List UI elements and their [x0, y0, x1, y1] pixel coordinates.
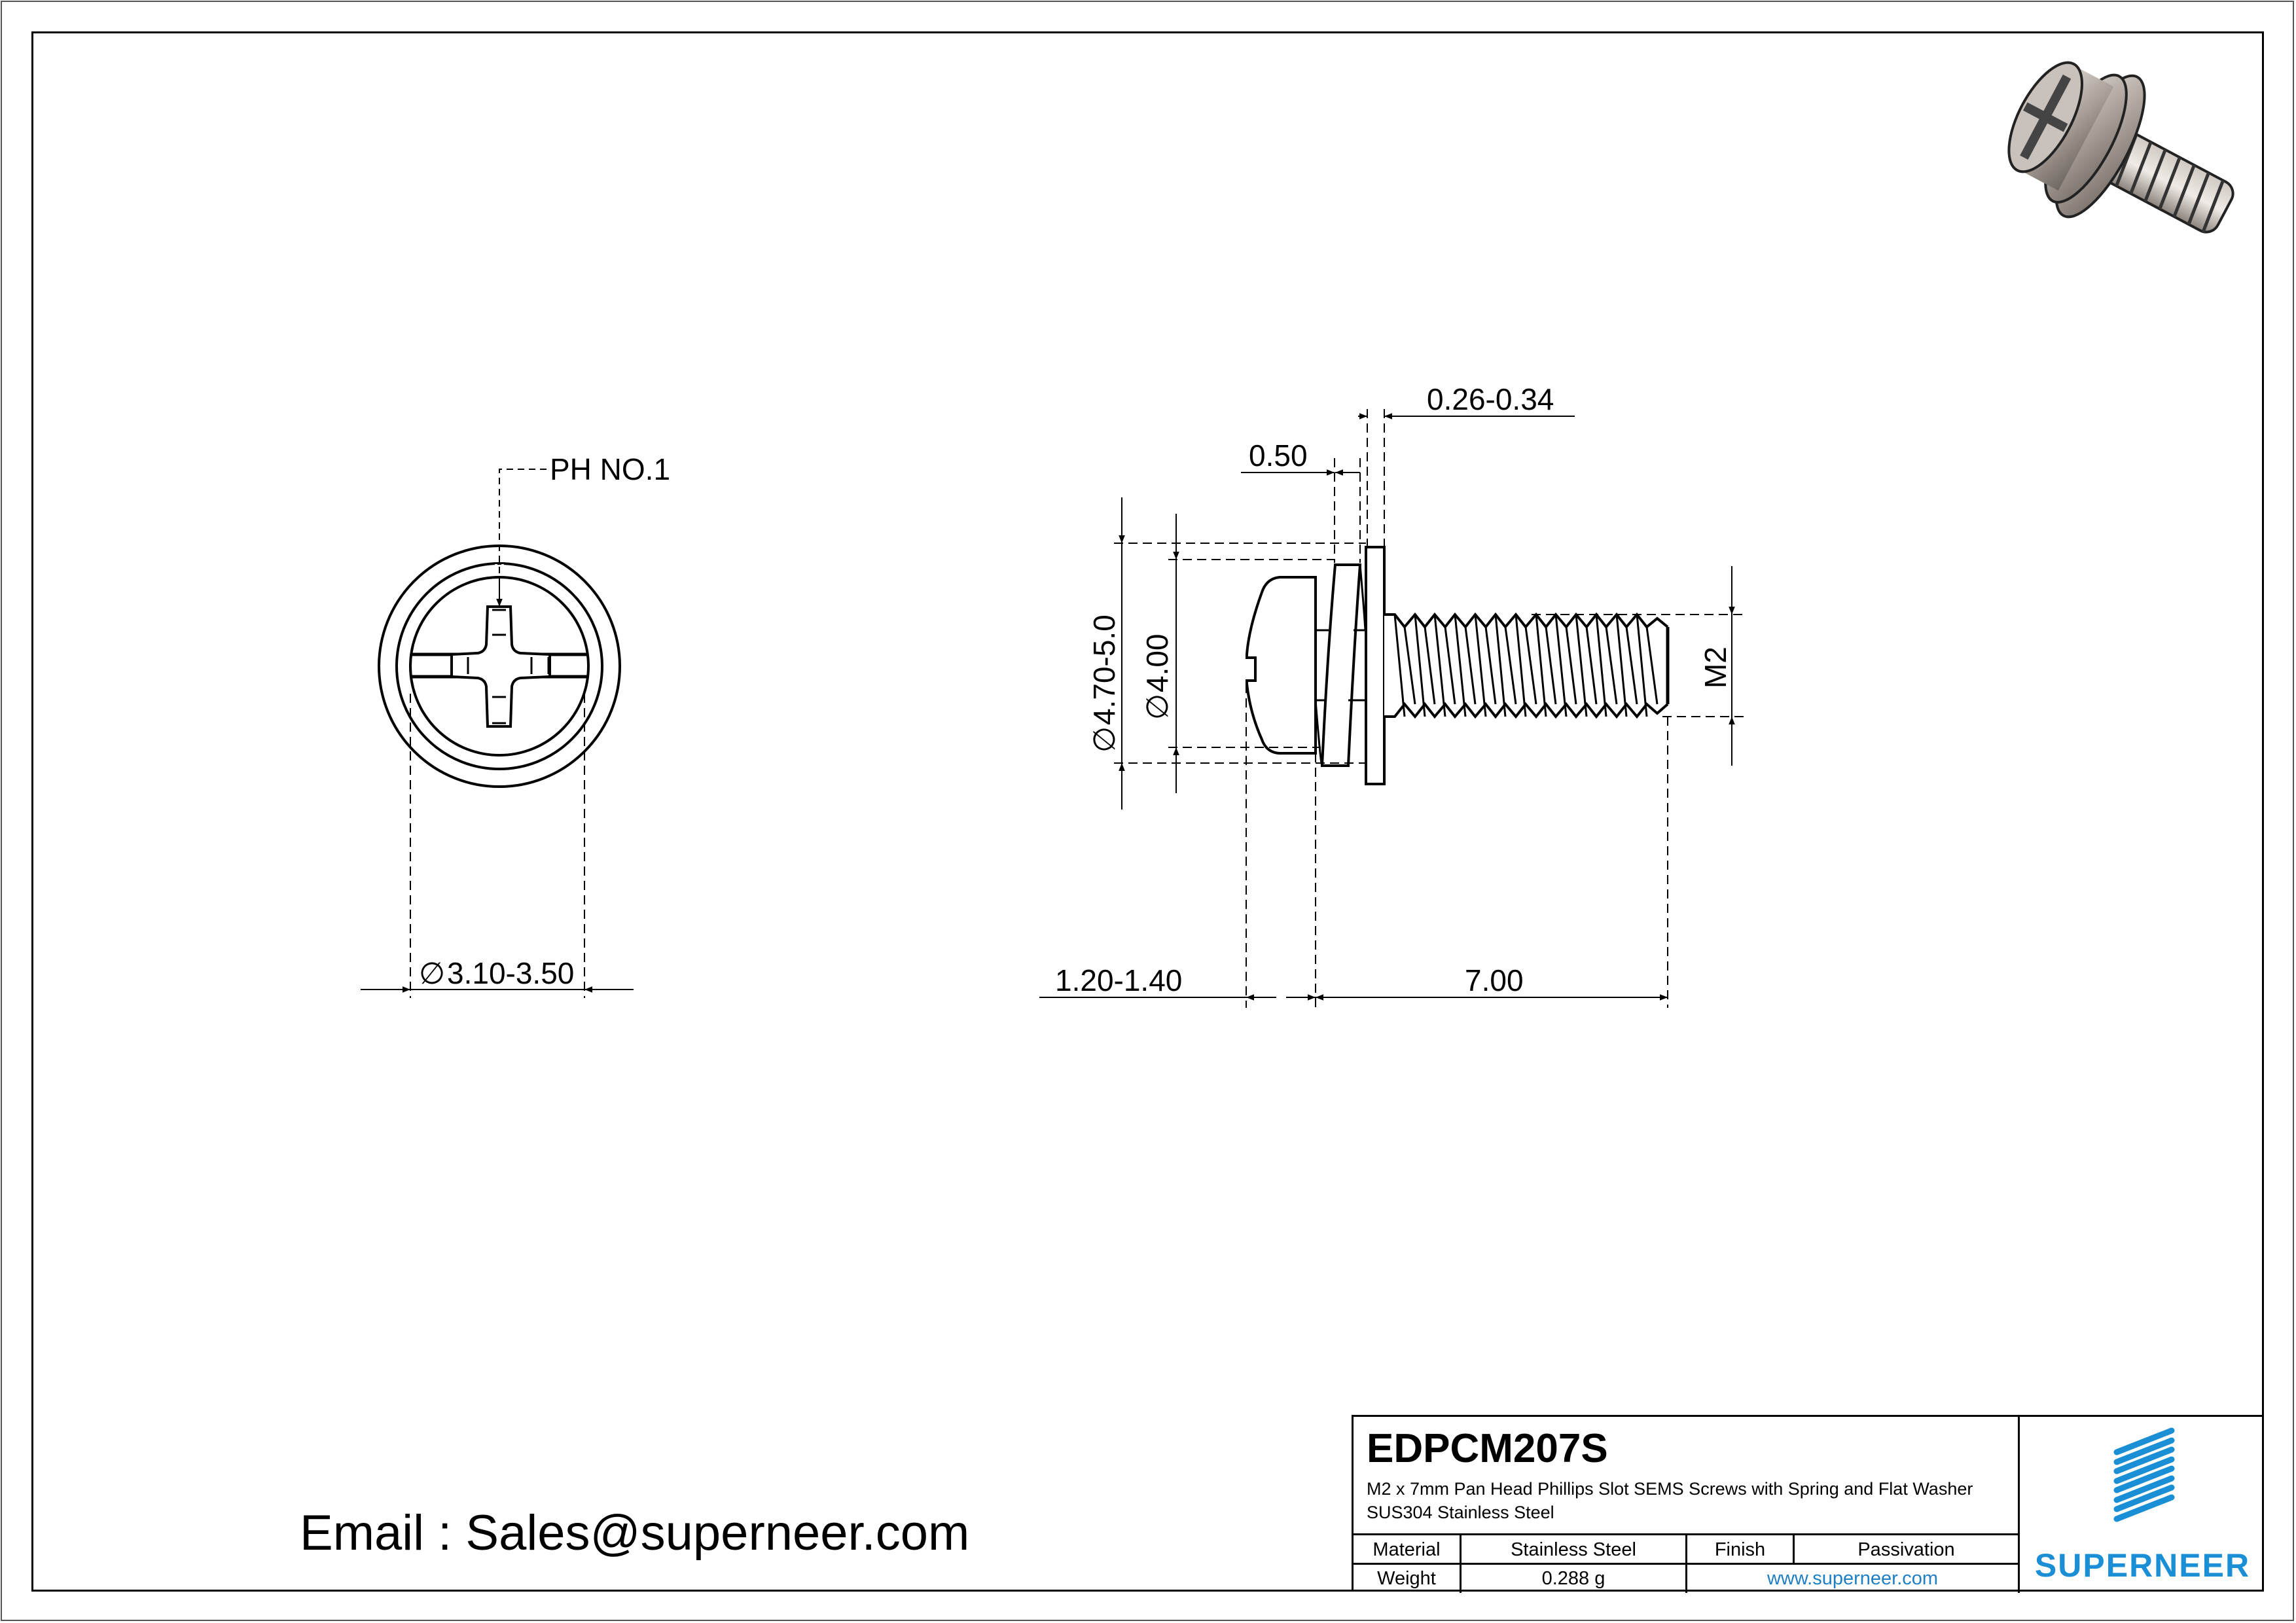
- dim-head-height: 1.20-1.40: [1055, 963, 1182, 997]
- dim-head-diameter: 4.00: [1140, 633, 1174, 692]
- diameter-symbol: ∅: [1140, 694, 1174, 720]
- material-label: Material: [1354, 1535, 1462, 1564]
- finish-value: Passivation: [1857, 1539, 1955, 1560]
- diameter-symbol: ∅: [1087, 726, 1121, 753]
- superneer-stripes-icon: [2113, 1427, 2175, 1522]
- part-description: M2 x 7mm Pan Head Phillips Slot SEMS Scr…: [1367, 1479, 1973, 1522]
- drawing-frame: [31, 31, 2264, 1592]
- title-block-row-material: Material Stainless Steel Finish Passivat…: [1354, 1533, 2020, 1564]
- screw-3d-render-icon: [2007, 61, 2234, 234]
- dim-thread-size: M2: [1698, 647, 1732, 688]
- spring-washer: [1320, 563, 1362, 767]
- weight-label: Weight: [1354, 1565, 1462, 1593]
- thread: [1384, 612, 1670, 719]
- part-code: EDPCM207S: [1367, 1426, 1608, 1471]
- finish-label: Finish: [1687, 1535, 1795, 1564]
- diameter-symbol: ∅: [419, 956, 445, 990]
- title-block: EDPCM207S M2 x 7mm Pan Head Phillips Slo…: [1352, 1415, 2265, 1593]
- dim-flat-washer-thickness: 0.26-0.34: [1427, 382, 1554, 416]
- website-link[interactable]: www.superneer.com: [1767, 1568, 1939, 1589]
- title-block-main: EDPCM207S M2 x 7mm Pan Head Phillips Slo…: [1354, 1417, 2020, 1535]
- logo-wordmark: SUPERNEER: [2034, 1547, 2251, 1584]
- weight-value: 0.288 g: [1462, 1565, 1687, 1593]
- dim-head-recess: 3.10-3.50: [447, 956, 574, 990]
- spring-washer-outline: [395, 562, 603, 770]
- dim-spring-washer-thickness: 0.50: [1249, 438, 1308, 473]
- pan-head: [1246, 576, 1317, 755]
- material-value: Stainless Steel: [1462, 1535, 1687, 1564]
- dim-washer-outer-diameter: 4.70-5.0: [1087, 615, 1121, 725]
- contact-email: Email : Sales@superneer.com: [300, 1505, 970, 1561]
- dim-length: 7.00: [1465, 963, 1524, 997]
- head-view: [361, 469, 634, 998]
- phillips-recess: [450, 605, 551, 728]
- callout-ph-no1: PH NO.1: [550, 452, 670, 486]
- flat-washer: [1365, 546, 1386, 785]
- title-block-row-weight: Weight 0.288 g www.superneer.com: [1354, 1563, 2020, 1593]
- side-view: [1039, 409, 1748, 1008]
- company-logo: SUPERNEER: [2020, 1417, 2265, 1593]
